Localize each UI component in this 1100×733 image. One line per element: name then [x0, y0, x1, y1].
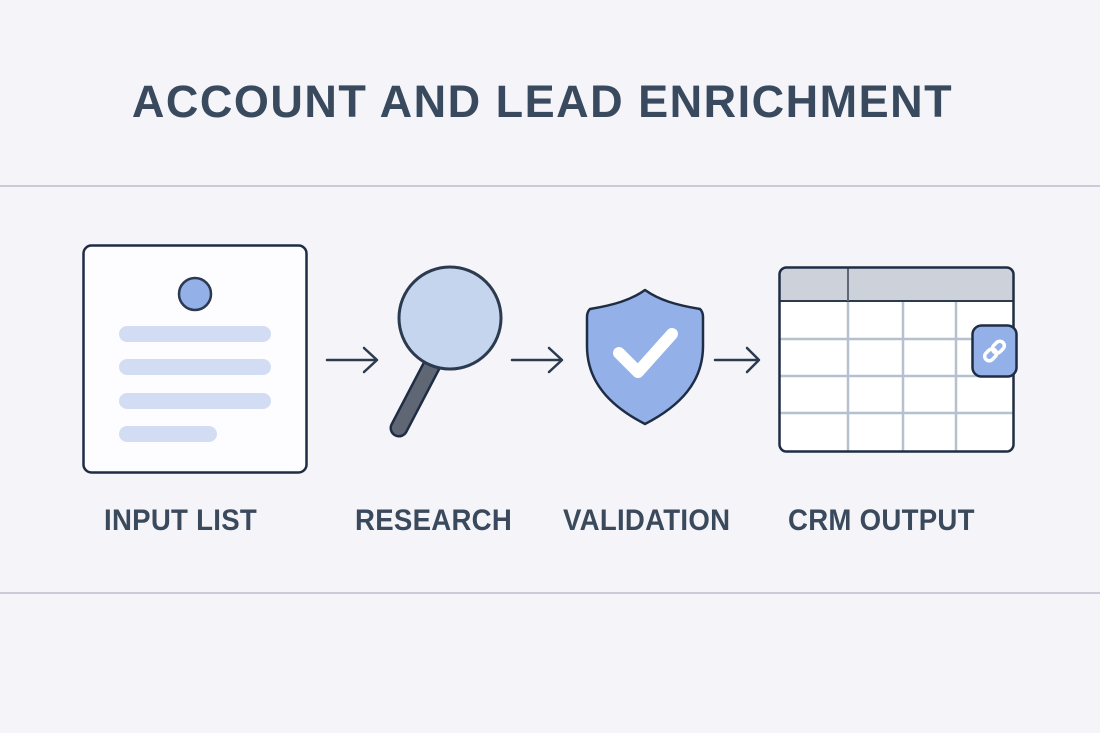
shield-check-icon: [585, 288, 705, 426]
top-divider: [0, 185, 1100, 187]
page-title: ACCOUNT AND LEAD ENRICHMENT: [131, 76, 954, 127]
step-label-crm-output: CRM OUTPUT: [788, 504, 975, 537]
link-icon: [971, 324, 1018, 378]
step-input-list: [82, 244, 308, 474]
arrow-right-icon: [510, 346, 564, 374]
magnifying-glass-icon: [389, 265, 503, 438]
connector-arrow-2: [510, 346, 565, 374]
step-crm-output: [778, 266, 1023, 456]
step-label-input-list: INPUT LIST: [104, 504, 258, 537]
step-label-research: RESEARCH: [355, 504, 513, 537]
bottom-divider: [0, 592, 1100, 594]
connector-arrow-3: [713, 346, 768, 374]
arrow-right-icon: [713, 346, 761, 374]
arrow-right-icon: [325, 346, 379, 374]
connector-arrow-1: [325, 346, 380, 374]
step-research: [385, 265, 510, 445]
document-list-icon: [82, 244, 308, 474]
step-label-validation: VALIDATION: [563, 504, 731, 537]
link-badge: [971, 324, 1019, 378]
step-validation: [585, 288, 706, 426]
table-grid-icon: [778, 266, 1015, 453]
